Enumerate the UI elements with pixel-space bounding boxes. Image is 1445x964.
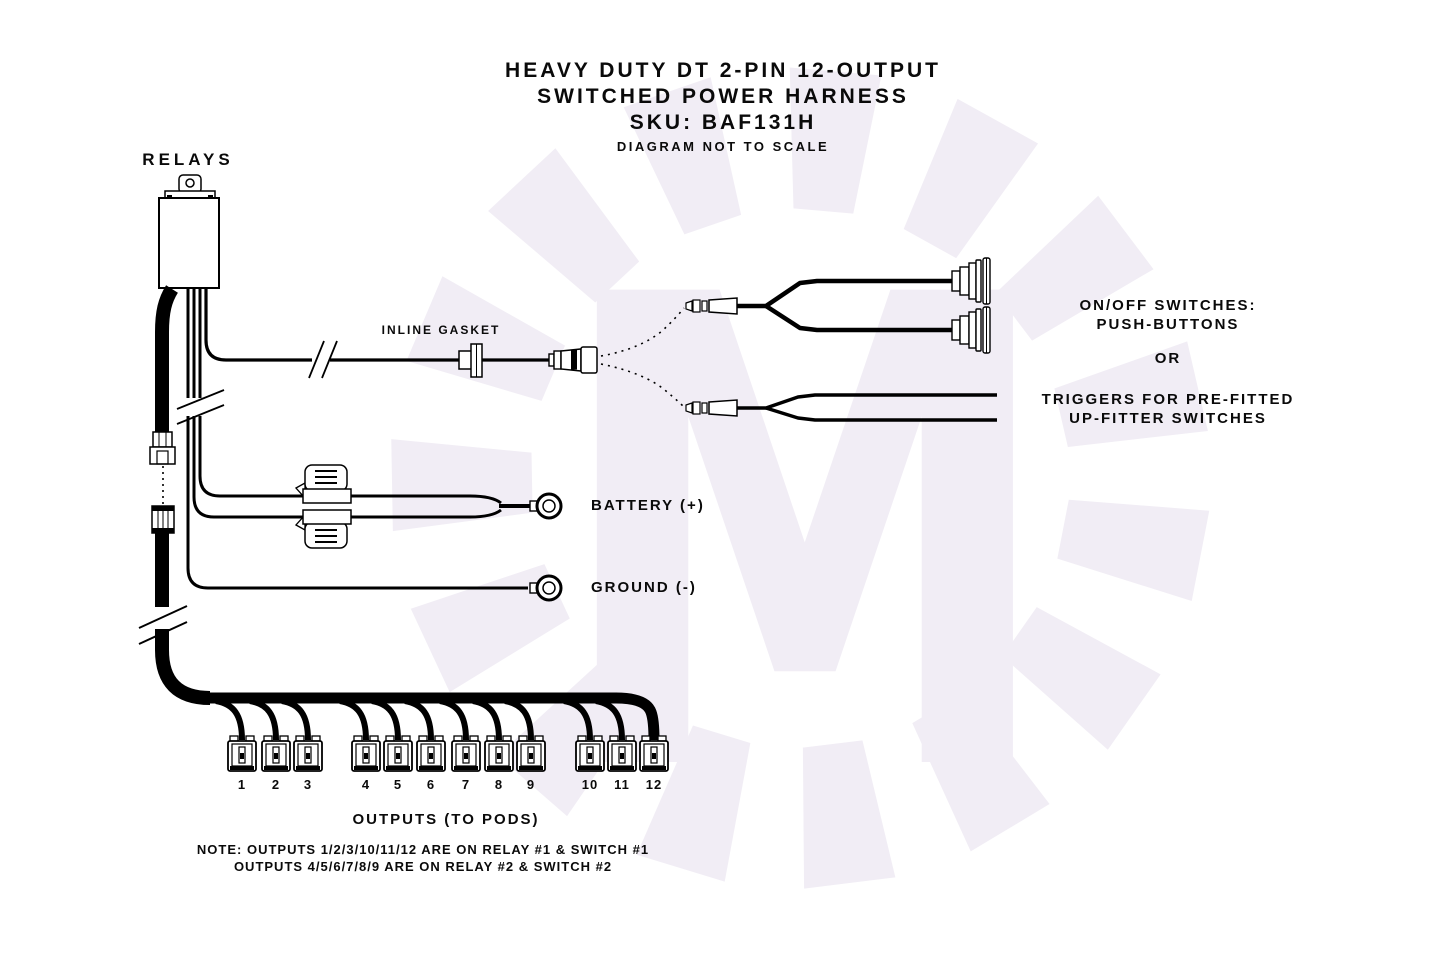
switch-signal-wire: [204, 288, 550, 362]
battery-wire-upper: [198, 288, 304, 498]
dt-2pin-connector: [261, 735, 291, 772]
trunk-wire-corner: [155, 629, 211, 705]
pushbutton-lead-plug: [685, 297, 738, 315]
dt-2pin-connector: [484, 735, 514, 772]
wire-break-switch-line: [308, 340, 338, 379]
output-number: 10: [581, 777, 599, 792]
battery-ring-terminal: [528, 492, 563, 520]
output-branch-wire: [404, 698, 434, 741]
output-number: 5: [393, 777, 403, 792]
switch-option-line-1: ON/OFF SWITCHES:: [1079, 297, 1257, 314]
relay-lead-wires: [186, 288, 550, 590]
trigger-option-line-1: TRIGGERS FOR PRE-FITTED: [1041, 391, 1295, 408]
dotted-link-triggers: [600, 363, 685, 408]
relay: [158, 174, 220, 289]
output-branch-wire: [563, 698, 593, 741]
output-number: 12: [645, 777, 663, 792]
ground-ring-terminal: [528, 574, 563, 602]
output-number: 1: [237, 777, 247, 792]
battery-wire-lower: [192, 288, 304, 519]
push-button-switch-2: [951, 306, 991, 354]
relays-label: RELAYS: [142, 150, 234, 169]
output-number: 11: [614, 777, 630, 792]
wire-break-trunk: [138, 605, 188, 645]
trunk-wire-horizontal: [203, 692, 660, 741]
inline-gasket-symbol: [458, 343, 483, 378]
output-number: 6: [426, 777, 436, 792]
output-branch-wire: [281, 698, 311, 741]
battery-wire-upper-after-fuse: [351, 494, 502, 505]
dt-2pin-connector: [351, 735, 381, 772]
title-sku: SKU: BAF131H: [629, 111, 817, 134]
title-block: HEAVY DUTY DT 2-PIN 12-OUTPUT SWITCHED P…: [505, 58, 941, 156]
inline-disconnect: [149, 431, 176, 534]
dt-2pin-connector: [416, 735, 446, 772]
output-number: 8: [494, 777, 504, 792]
fuse-holder-1: [295, 464, 352, 504]
output-branch-wire: [215, 698, 245, 741]
dt-2pin-connector: [227, 735, 257, 772]
output-branch-wire: [371, 698, 401, 741]
relay-body: [158, 197, 220, 289]
output-branch-wire: [339, 698, 369, 741]
output-branch-wire: [472, 698, 502, 741]
output-branch-wire: [249, 698, 279, 741]
ground-label: GROUND (-): [591, 579, 697, 596]
dt-2pin-connector: [293, 735, 323, 772]
pushbutton-y-wires: [737, 278, 952, 333]
title-line-2: SWITCHED POWER HARNESS: [537, 85, 909, 108]
battery-wire-lower-after-fuse: [351, 508, 502, 519]
dt-2pin-connector: [639, 735, 669, 772]
output-branch-wire: [504, 698, 534, 741]
output-branch-wire: [439, 698, 469, 741]
output-number: 3: [303, 777, 313, 792]
output-branch-wire: [595, 698, 625, 741]
dt-2pin-connector: [607, 735, 637, 772]
dt-2pin-connector: [383, 735, 413, 772]
sunburst-rays: [391, 67, 1210, 889]
battery-label: BATTERY (+): [591, 497, 705, 514]
output-number: 2: [271, 777, 281, 792]
trigger-y-wires: [737, 393, 997, 422]
dt-2pin-connector: [516, 735, 546, 772]
title-disclaimer: DIAGRAM NOT TO SCALE: [616, 139, 830, 154]
push-button-switch-1: [951, 257, 991, 305]
title-line-1: HEAVY DUTY DT 2-PIN 12-OUTPUT: [505, 59, 941, 82]
dotted-link-pushbuttons: [600, 307, 685, 357]
fuse-holder-2: [295, 509, 352, 549]
note-block: NOTE: OUTPUTS 1/2/3/10/11/12 ARE ON RELA…: [197, 841, 649, 875]
relay-mounting-hole: [185, 178, 195, 188]
trunk-wire-upper: [155, 285, 179, 432]
wire-break-leads: [176, 389, 225, 425]
output-number: 4: [361, 777, 371, 792]
trigger-lead-plug: [685, 399, 738, 417]
output-branches: [215, 698, 669, 772]
note-line-2: OUTPUTS 4/5/6/7/8/9 ARE ON RELAY #2 & SW…: [233, 859, 613, 874]
dt-2pin-connector: [451, 735, 481, 772]
switch-line-plug: [548, 346, 598, 374]
output-number: 9: [526, 777, 536, 792]
switch-option-line-2: PUSH-BUTTONS: [1096, 316, 1240, 333]
inline-gasket-label: INLINE GASKET: [381, 323, 501, 337]
trigger-option-line-2: UP-FITTER SWITCHES: [1069, 410, 1267, 427]
trigger-option-label: TRIGGERS FOR PRE-FITTED UP-FITTER SWITCH…: [1042, 390, 1295, 428]
or-label: OR: [1154, 350, 1182, 367]
dt-2pin-connector: [575, 735, 605, 772]
outputs-label: OUTPUTS (TO PODS): [352, 811, 540, 828]
ground-wire: [186, 288, 528, 590]
note-line-1: NOTE: OUTPUTS 1/2/3/10/11/12 ARE ON RELA…: [196, 842, 650, 857]
output-number: 7: [461, 777, 471, 792]
switch-option-label: ON/OFF SWITCHES: PUSH-BUTTONS: [1080, 296, 1257, 334]
